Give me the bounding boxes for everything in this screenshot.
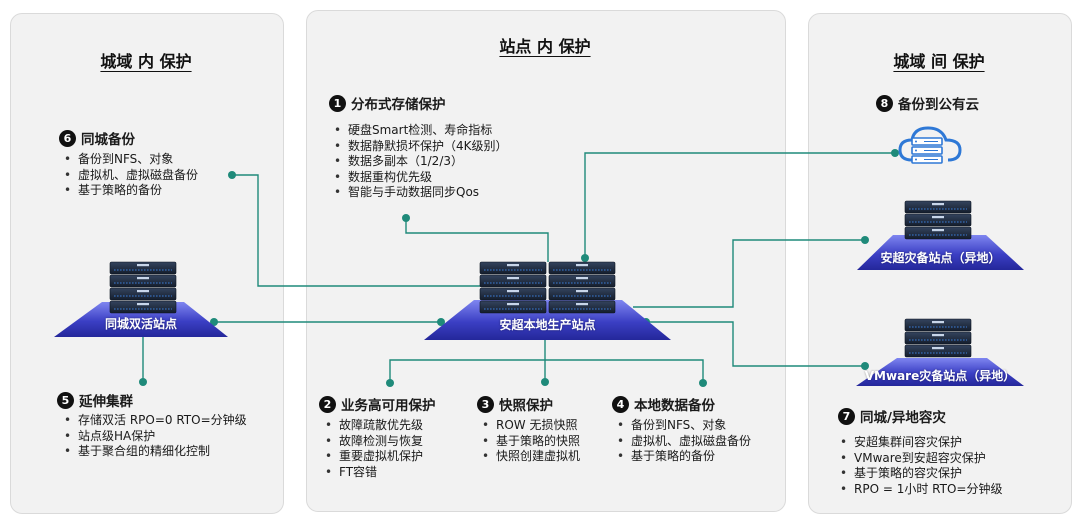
numbered-circle-icon: 7 — [838, 407, 855, 425]
line-s1-to-local — [405, 218, 549, 262]
section-distributed-storage-heading: 1 分布式存储保护 — [329, 93, 446, 113]
numbered-circle-icon: 5 — [57, 391, 74, 409]
connection-dots — [139, 149, 899, 387]
list-item: 备份到NFS、对象 — [615, 418, 751, 434]
list-item: 基于聚合组的精细化控制 — [62, 444, 247, 460]
site-label-vmware: VMware灾备站点（异地） — [864, 369, 1016, 383]
server-rack-icon — [109, 261, 177, 314]
numbered-circle-icon: 4 — [612, 395, 629, 413]
panel-title-intra-city: 城域 内 保护 — [100, 52, 192, 71]
numbered-circle-icon: 1 — [329, 94, 346, 112]
site-label-local: 安超本地生产站点 — [499, 318, 596, 332]
list-item: 数据重构优先级 — [332, 170, 508, 186]
section-title: 备份到公有云 — [898, 97, 979, 113]
list-item: 故障检测与恢复 — [323, 434, 423, 450]
numbered-circle-icon: 8 — [876, 94, 893, 112]
section-title: 快照保护 — [499, 398, 553, 414]
platform-dual — [54, 302, 228, 337]
server-rack-icon — [904, 200, 972, 240]
list-item: 基于策略的快照 — [480, 434, 580, 450]
list-item: 安超集群间容灾保护 — [838, 435, 1002, 451]
section-disaster-recovery-list: 安超集群间容灾保护 VMware到安超容灾保护 基于策略的容灾保护 RPO = … — [838, 435, 1002, 497]
section-ha-heading: 2 业务高可用保护 — [319, 394, 436, 414]
section-title: 同城备份 — [81, 132, 135, 148]
section-title: 本地数据备份 — [634, 398, 715, 414]
list-item: 重要虚拟机保护 — [323, 449, 423, 465]
section-stretched-cluster-heading: 5 延伸集群 — [57, 390, 133, 410]
panel-title-inter-city: 城域 间 保护 — [893, 52, 985, 71]
section-disaster-recovery-heading: 7 同城/异地容灾 — [838, 406, 946, 426]
line-local-to-remote — [633, 239, 865, 308]
numbered-circle-icon: 2 — [319, 395, 336, 413]
list-item: 虚拟机、虚拟磁盘备份 — [62, 168, 198, 184]
section-title: 同城/异地容灾 — [860, 410, 946, 426]
list-item: 数据静默损坏保护（4K级别） — [332, 139, 508, 155]
line-local-to-s234 — [389, 339, 546, 383]
list-item: 智能与手动数据同步Qos — [332, 185, 508, 201]
section-title: 分布式存储保护 — [351, 97, 446, 113]
section-local-backup-city-heading: 6 同城备份 — [59, 128, 135, 148]
section-title: 业务高可用保护 — [341, 398, 436, 414]
section-cloud-backup-heading: 8 备份到公有云 — [876, 93, 979, 113]
section-distributed-storage-list: 硬盘Smart检测、寿命指标 数据静默损坏保护（4K级别） 数据多副本（1/2/… — [332, 123, 508, 201]
list-item: 故障疏散优先级 — [323, 418, 423, 434]
list-item: FT容错 — [323, 465, 423, 481]
site-label-dual: 同城双活站点 — [104, 317, 177, 331]
section-local-backup-city-list: 备份到NFS、对象 虚拟机、虚拟磁盘备份 基于策略的备份 — [62, 152, 198, 199]
server-rack-icon — [548, 261, 616, 314]
numbered-circle-icon: 3 — [477, 395, 494, 413]
list-item: 虚拟机、虚拟磁盘备份 — [615, 434, 751, 450]
list-item: 存储双活 RPO=0 RTO=分钟级 — [62, 413, 247, 429]
list-item: 基于策略的容灾保护 — [838, 466, 1002, 482]
site-label-remote: 安超灾备站点（异地） — [880, 251, 1001, 265]
panel-title-intra-site: 站点 内 保护 — [499, 37, 591, 56]
section-snapshot-list: ROW 无损快照 基于策略的快照 快照创建虚拟机 — [480, 418, 580, 465]
section-title: 延伸集群 — [79, 394, 133, 410]
server-rack-icon — [479, 261, 547, 314]
section-snapshot-heading: 3 快照保护 — [477, 394, 553, 414]
list-item: RPO = 1小时 RTO=分钟级 — [838, 482, 1002, 498]
list-item: VMware到安超容灾保护 — [838, 451, 1002, 467]
platform-remote — [857, 235, 1024, 270]
section-stretched-cluster-list: 存储双活 RPO=0 RTO=分钟级 站点级HA保护 基于聚合组的精细化控制 — [62, 413, 247, 460]
line-local-to-vmware — [646, 321, 865, 367]
connection-lines — [142, 152, 895, 383]
section-ha-list: 故障疏散优先级 故障检测与恢复 重要虚拟机保护 FT容错 — [323, 418, 423, 480]
list-item: 快照创建虚拟机 — [480, 449, 580, 465]
list-item: 数据多副本（1/2/3） — [332, 154, 508, 170]
section-local-backup-list: 备份到NFS、对象 虚拟机、虚拟磁盘备份 基于策略的备份 — [615, 418, 751, 465]
list-item: 基于策略的备份 — [62, 183, 198, 199]
server-rack-icon — [904, 318, 972, 358]
list-item: 备份到NFS、对象 — [62, 152, 198, 168]
list-item: 站点级HA保护 — [62, 429, 247, 445]
platform-vmware — [856, 358, 1024, 386]
line-local-to-cloud — [584, 152, 895, 258]
list-item: ROW 无损快照 — [480, 418, 580, 434]
list-item: 硬盘Smart检测、寿命指标 — [332, 123, 508, 139]
line-s6-to-local — [232, 174, 483, 287]
cloud-server-icon — [898, 126, 962, 164]
line-branch-s4 — [545, 359, 704, 383]
list-item: 基于策略的备份 — [615, 449, 751, 465]
numbered-circle-icon: 6 — [59, 129, 76, 147]
section-local-backup-heading: 4 本地数据备份 — [612, 394, 715, 414]
